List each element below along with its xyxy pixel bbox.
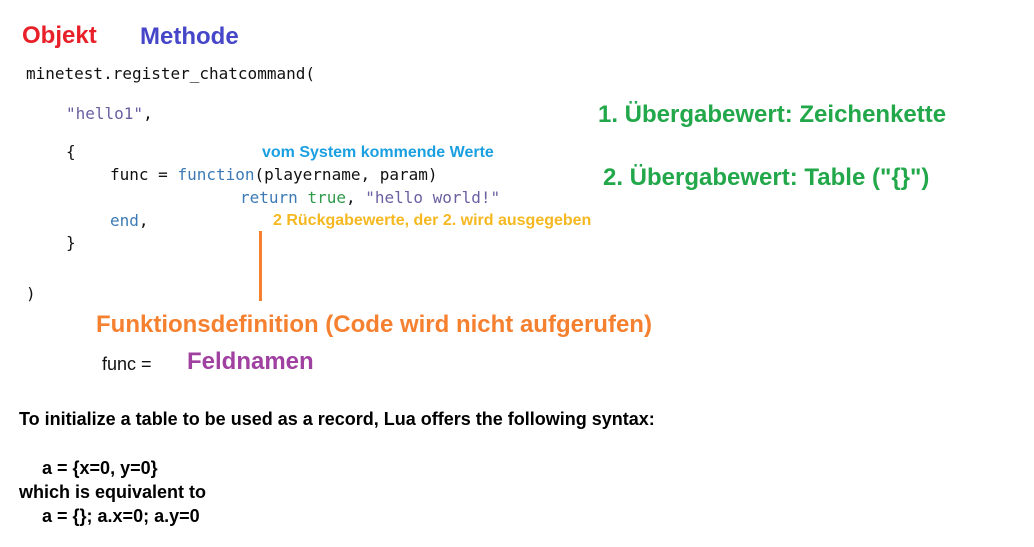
objekt-label: Objekt <box>22 22 97 49</box>
code-sep: , <box>345 188 366 207</box>
code-open-brace: { <box>66 142 76 161</box>
code-line-func: func = function(playername, param) <box>110 165 438 184</box>
code-func-args: (playername, param) <box>254 165 438 184</box>
code-line-string: "hello1", <box>66 104 153 123</box>
code-close-paren: ) <box>26 284 36 303</box>
func-eq-label: func = <box>102 354 152 374</box>
methode-label: Methode <box>140 23 239 50</box>
code-func-prefix: func = <box>110 165 178 184</box>
equivalent-text: which is equivalent to <box>19 482 207 502</box>
code-line-register: minetest.register_chatcommand( <box>26 64 315 83</box>
system-values-label: vom System kommende Werte <box>262 144 494 161</box>
param2-label: 2. Übergabewert: Table ("{}") <box>603 164 930 191</box>
code-line-return: return true, "hello world!" <box>240 188 500 207</box>
example-1: a = {x=0, y=0} <box>42 458 158 478</box>
code-true-keyword: true <box>307 188 346 207</box>
code-line-end: end, <box>110 211 149 230</box>
code-close-brace: } <box>66 233 76 252</box>
code-string: "hello1" <box>66 104 144 123</box>
code-hello-string: "hello world!" <box>365 188 501 207</box>
pointer-line <box>259 231 262 301</box>
feldnamen-label: Feldnamen <box>187 348 314 375</box>
code-comma: , <box>138 211 149 230</box>
example-2: a = {}; a.x=0; a.y=0 <box>42 506 200 526</box>
code-end-keyword: end <box>110 211 139 230</box>
return-values-label: 2 Rückgabewerte, der 2. wird ausgegeben <box>273 212 592 229</box>
code-function-keyword: function <box>177 165 255 184</box>
param1-label: 1. Übergabewert: Zeichenkette <box>598 101 947 128</box>
code-return-keyword: return <box>240 188 298 207</box>
intro-text: To initialize a table to be used as a re… <box>19 409 655 429</box>
funcdef-label: Funktionsdefinition (Code wird nicht auf… <box>96 311 652 338</box>
code-comma: , <box>143 104 153 123</box>
